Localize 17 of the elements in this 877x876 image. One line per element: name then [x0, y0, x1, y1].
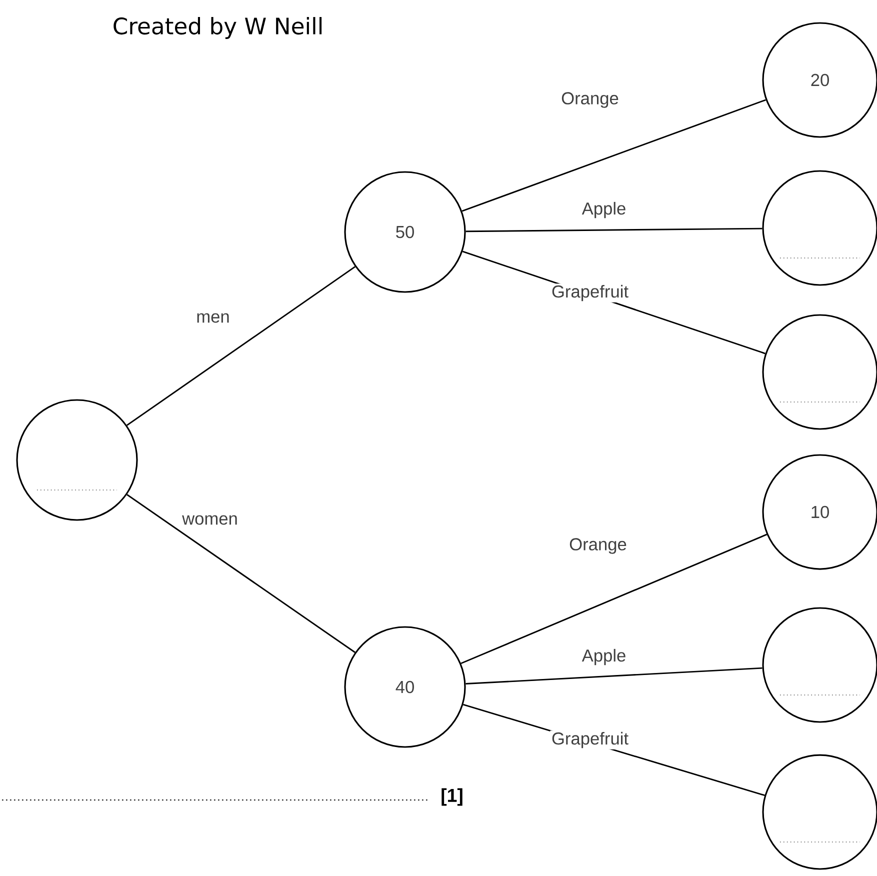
edge-label: men	[194, 312, 232, 324]
edge-label: Orange	[568, 536, 628, 556]
edge-label: Apple	[580, 648, 628, 666]
title-text: Created by W Neill	[114, 17, 322, 39]
edge-label: Grapefruit	[550, 284, 630, 302]
branch-line	[126, 266, 356, 426]
mark-label: [1]	[442, 788, 462, 806]
edge-label: women	[180, 514, 240, 526]
branch-line	[460, 534, 768, 664]
answer-circle	[16, 399, 138, 521]
edge-label: Apple	[580, 200, 628, 220]
branch-line	[462, 99, 766, 212]
branch-line	[126, 494, 356, 654]
edge-label: Orange	[560, 90, 620, 110]
edge-label: Grapefruit	[550, 730, 630, 750]
branch-line	[466, 228, 762, 232]
branch-line	[466, 667, 762, 685]
